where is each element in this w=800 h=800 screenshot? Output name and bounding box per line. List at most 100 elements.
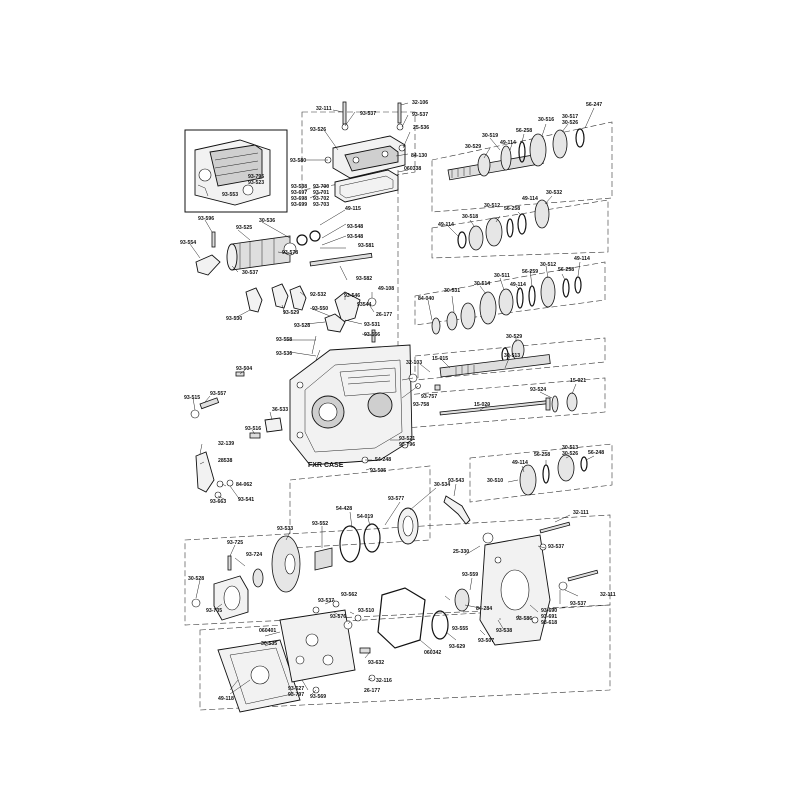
part-label: 30-535 xyxy=(261,641,277,647)
push-rod-group xyxy=(439,392,578,416)
part-label: 54-428 xyxy=(336,506,352,512)
part-label: 93-702 xyxy=(313,196,329,202)
part-label: 93-700 xyxy=(313,184,329,190)
part-label: 93-556 xyxy=(364,332,380,338)
part-label: 93-507 xyxy=(478,638,494,644)
part-label: 93-724 xyxy=(246,552,262,558)
part-label: 93-505 xyxy=(370,468,386,474)
part-label: 93-548 xyxy=(347,224,363,230)
case-label: FXR CASE xyxy=(308,462,344,469)
part-label: 49-118 xyxy=(218,696,234,702)
part-label: 93-581 xyxy=(358,243,374,249)
part-label: 93-504 xyxy=(236,366,252,372)
part-label: 84-284 xyxy=(476,606,492,612)
part-label: 25-536 xyxy=(413,125,429,131)
part-label: 28538 xyxy=(218,458,233,464)
part-label: 32-111 xyxy=(573,510,589,516)
part-label: 93-538 xyxy=(496,628,512,634)
part-label: 49-114 xyxy=(438,222,454,228)
part-label: 93-516 xyxy=(245,426,261,432)
part-label: 30-532 xyxy=(546,190,562,196)
part-label: 30-513 xyxy=(504,353,520,359)
part-number-labels: 32-111 93-537 32-106 93-537 93-526 25-53… xyxy=(180,100,616,702)
part-label: 93-663 xyxy=(210,499,226,505)
part-label: 30-512 xyxy=(540,262,556,268)
part-label: 93-546 xyxy=(344,293,360,299)
part-label: 060342 xyxy=(424,650,441,656)
part-label: 32-111 xyxy=(600,592,616,598)
part-label: 93-552 xyxy=(312,521,328,527)
part-label: 84-040 xyxy=(418,296,434,302)
part-label: 93-529 xyxy=(283,310,299,316)
part-label: 93-537 xyxy=(412,112,428,118)
countershaft-upper xyxy=(457,199,550,251)
part-label: 93-548 xyxy=(347,234,363,240)
part-label: 060338 xyxy=(404,166,421,172)
part-label: 56-247 xyxy=(586,102,602,108)
part-label: 32-111 xyxy=(316,106,332,112)
part-label: 93-691 xyxy=(541,614,557,620)
part-label: 30-510 xyxy=(487,478,503,484)
part-label: 93544 xyxy=(357,302,372,308)
mainshaft-top xyxy=(447,128,585,181)
part-label: 93-557 xyxy=(210,391,226,397)
part-label: 84-062 xyxy=(236,482,252,488)
part-label: 49-114 xyxy=(574,256,590,262)
shift-drum-group xyxy=(195,230,377,361)
part-label: 93-515 xyxy=(184,395,200,401)
part-label: 93-699 xyxy=(291,202,307,208)
part-label: 93-577 xyxy=(388,496,404,502)
part-label: 30-511 xyxy=(494,273,510,279)
part-label: 15-020 xyxy=(474,402,490,408)
part-label: 93-536 xyxy=(276,351,292,357)
part-label: 49-114 xyxy=(500,140,516,146)
part-label: 30-519 xyxy=(482,133,498,139)
part-label: 26-177 xyxy=(376,312,392,318)
left-small-parts xyxy=(190,371,283,499)
part-label: 54-019 xyxy=(357,514,373,520)
part-label: 30-536 xyxy=(259,218,275,224)
part-label: 93-537 xyxy=(360,111,376,117)
inset-housing-view xyxy=(184,129,288,213)
part-label: 93-543 xyxy=(448,478,464,484)
part-label: 93-580 xyxy=(290,158,306,164)
part-label: 30-529 xyxy=(465,144,481,150)
right-cover-assembly xyxy=(312,521,599,694)
part-label: 32-116 xyxy=(376,678,392,684)
part-label: 93-559 xyxy=(462,572,478,578)
part-label: 93-632 xyxy=(368,660,384,666)
lower-gear-group xyxy=(519,454,588,496)
countershaft-lower xyxy=(434,339,551,391)
part-label: 49-114 xyxy=(512,460,528,466)
part-label: 49-114 xyxy=(522,196,538,202)
part-label: 56-259 xyxy=(522,269,538,275)
part-label: 93-550 xyxy=(312,306,328,312)
part-label: 93-735 xyxy=(206,608,222,614)
part-label: 54-248 xyxy=(375,457,391,463)
part-label: 93-618 xyxy=(541,620,557,626)
part-label: 93-582 xyxy=(356,276,372,282)
part-label: 93-576 xyxy=(330,614,346,620)
assembly-boundaries xyxy=(184,111,613,711)
part-label: 93-553 xyxy=(222,192,238,198)
part-label: 49-115 xyxy=(345,206,361,212)
part-label: 93-523 xyxy=(248,180,264,186)
part-label: 93-527 xyxy=(288,686,304,692)
part-label: 93-596 xyxy=(198,216,214,222)
part-label: 93-629 xyxy=(449,644,465,650)
part-label: 32-103 xyxy=(406,360,422,366)
left-cover-assembly xyxy=(191,555,362,713)
part-label: 56-258 xyxy=(516,128,532,134)
part-label: 93-530 xyxy=(226,316,242,322)
part-label: 32-139 xyxy=(218,441,234,447)
part-label: 30-516 xyxy=(538,117,554,123)
part-label: 93-533 xyxy=(277,526,293,532)
part-label: 060401 xyxy=(259,628,276,634)
part-label: 30-517 xyxy=(562,114,578,120)
part-label: 93-578 xyxy=(282,250,298,256)
part-label: 93-531 xyxy=(364,322,380,328)
part-label: 30-518 xyxy=(462,214,478,220)
part-label: 92-532 xyxy=(310,292,326,298)
part-label: 30-529 xyxy=(506,334,522,340)
part-label: 15-015 xyxy=(432,356,448,362)
